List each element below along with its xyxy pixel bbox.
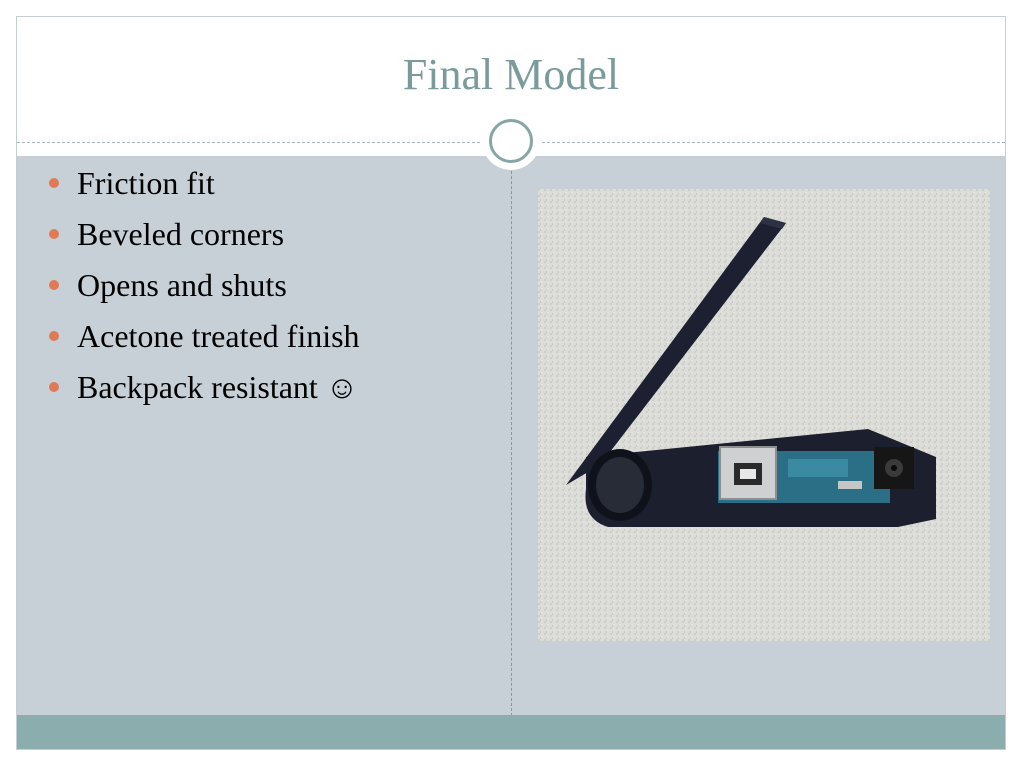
decorative-ring-icon <box>489 119 533 163</box>
bullet-text: Friction fit <box>77 165 215 201</box>
bullet-dot-icon <box>49 331 59 341</box>
bullet-item: Acetone treated finish <box>47 314 360 365</box>
bullet-text: Opens and shuts <box>77 267 287 303</box>
footer-bar <box>17 715 1005 749</box>
bullet-item: Opens and shuts <box>47 263 360 314</box>
bullet-text: Beveled corners <box>77 216 285 252</box>
bullet-dot-icon <box>49 178 59 188</box>
bullet-text: Acetone treated finish <box>77 318 360 354</box>
bullet-item: Beveled corners <box>47 212 360 263</box>
slide-title: Final Model <box>402 50 620 99</box>
column-divider <box>511 156 512 716</box>
bullet-item: Backpack resistant ☺ <box>47 365 360 416</box>
bullet-item: Friction fit <box>47 161 360 212</box>
bullet-dot-icon <box>49 229 59 239</box>
bullet-list: Friction fit Beveled corners Opens and s… <box>47 161 360 416</box>
slide: Final Model Friction fit Beveled corners… <box>16 16 1006 750</box>
bullet-text: Backpack resistant ☺ <box>77 369 359 405</box>
bullet-dot-icon <box>49 280 59 290</box>
case-photo <box>538 189 990 641</box>
bullet-dot-icon <box>49 382 59 392</box>
